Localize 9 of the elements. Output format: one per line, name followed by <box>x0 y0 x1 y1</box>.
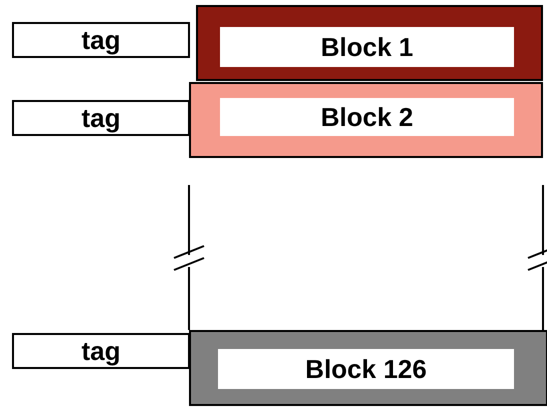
cache-block <box>196 5 543 81</box>
cache-block <box>189 82 543 158</box>
block-label: Block 126 <box>218 349 514 389</box>
block-label: Block 1 <box>220 27 514 67</box>
tag-field: tag <box>12 100 190 136</box>
block-label: Block 2 <box>220 98 514 136</box>
cache-block <box>189 330 547 406</box>
tag-field: tag <box>12 22 190 58</box>
tag-field: tag <box>12 333 190 369</box>
